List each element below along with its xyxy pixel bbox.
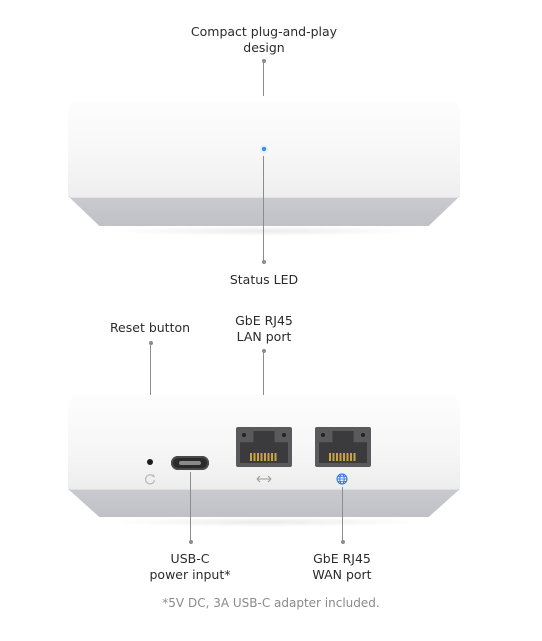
usb-c-port — [171, 456, 209, 470]
bottom-device-shadow — [110, 517, 420, 527]
top-device-shadow — [110, 226, 420, 236]
leader-dot-lan — [262, 349, 266, 353]
callout-lan-port: GbE RJ45 LAN port — [214, 313, 314, 345]
callout-compact-design: Compact plug-and-play design — [164, 24, 364, 56]
wan-port-led-left — [321, 433, 325, 437]
callout-wan-port-line2: WAN port — [312, 567, 372, 582]
callout-status-led-line1: Status LED — [229, 272, 299, 287]
wan-port-led-right — [361, 433, 365, 437]
lan-port-led-left — [242, 433, 246, 437]
callout-usb-c-line2: power input* — [149, 567, 231, 582]
leader-line-wan — [342, 487, 343, 542]
leader-dot-wan — [341, 540, 345, 544]
callout-wan-port: GbE RJ45 WAN port — [292, 551, 392, 583]
callout-wan-port-line1: GbE RJ45 — [313, 551, 371, 566]
lan-arrows-icon — [256, 475, 272, 483]
leader-line-usbc — [190, 472, 191, 542]
lan-port — [236, 427, 292, 467]
callout-lan-port-line1: GbE RJ45 — [235, 313, 293, 328]
wan-port-pins — [329, 453, 357, 461]
leader-line-compact — [263, 60, 264, 96]
leader-line-status-led — [263, 156, 264, 262]
leader-dot-usbc — [189, 540, 193, 544]
leader-dot-compact — [262, 59, 266, 63]
callout-usb-c: USB-C power input* — [130, 551, 250, 583]
callout-compact-design-line1: Compact plug-and-play — [190, 24, 338, 39]
footnote: *5V DC, 3A USB-C adapter included. — [162, 596, 380, 610]
wan-port — [315, 427, 371, 467]
leader-dot-status-led — [262, 260, 266, 264]
lan-port-led-right — [282, 433, 286, 437]
callout-reset-button-line1: Reset button — [109, 320, 191, 335]
top-device-base — [68, 196, 460, 226]
leader-dot-reset — [149, 341, 153, 345]
callout-reset-button: Reset button — [90, 320, 210, 336]
leader-line-lan — [263, 350, 264, 416]
callout-usb-c-line1: USB-C — [170, 551, 210, 566]
reset-button — [147, 459, 153, 465]
callout-lan-port-line2: LAN port — [236, 329, 292, 344]
status-led — [262, 147, 266, 151]
lan-port-pins — [250, 453, 278, 461]
reset-icon — [144, 474, 156, 485]
callout-compact-design-line2: design — [243, 40, 285, 55]
globe-icon — [336, 473, 348, 485]
bottom-device-base — [68, 489, 460, 517]
callout-status-led: Status LED — [214, 272, 314, 288]
